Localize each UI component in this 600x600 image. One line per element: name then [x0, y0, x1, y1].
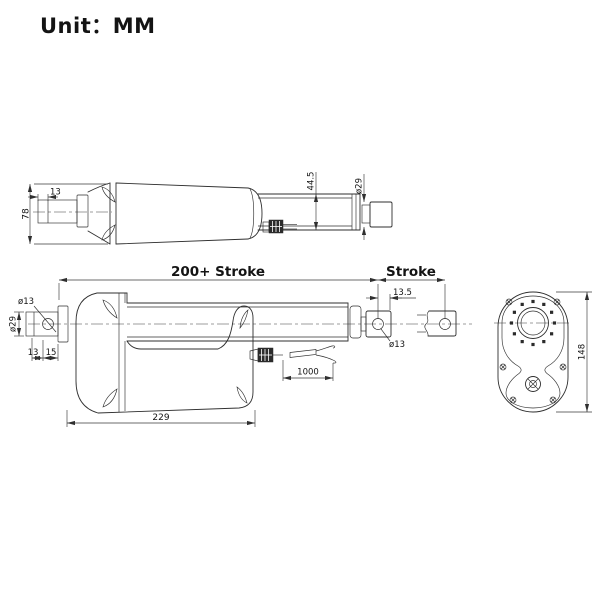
svg-text:148: 148	[578, 344, 588, 360]
dim-front-mount-hole: ø13	[18, 297, 34, 307]
svg-text:1000: 1000	[297, 368, 319, 378]
end-lower-bushing	[525, 376, 541, 392]
front-mount-clevis	[25, 305, 69, 343]
side-bell	[87, 182, 111, 193]
end-shaft-boss	[517, 307, 549, 339]
svg-text:44.5: 44.5	[307, 172, 317, 191]
svg-text:15: 15	[46, 348, 57, 358]
svg-text:13: 13	[28, 348, 39, 358]
front-rod-clevis	[360, 310, 392, 342]
dim-front-rod-hole: ø13	[389, 340, 405, 350]
dim-side-rod-diameter: ø29	[355, 174, 367, 240]
dim-front-cable-length: 1000	[282, 360, 334, 381]
end-screws	[499, 298, 567, 404]
front-view: ø13 ø29 13 15	[9, 264, 472, 427]
dim-front-mount-pin: ø29	[9, 311, 24, 337]
dim-front-retracted-length: 200+ Stroke	[58, 264, 379, 319]
svg-text:13: 13	[50, 188, 61, 198]
side-flange	[76, 194, 89, 228]
dim-front-stroke: Stroke	[378, 264, 446, 319]
side-body	[115, 182, 249, 189]
end-view: 148	[494, 291, 592, 413]
end-inner-contour	[501, 295, 565, 409]
end-outline	[497, 291, 569, 413]
dim-front-housing-length: 229	[66, 410, 256, 427]
dim-side-clevis-slot: 13	[28, 188, 61, 201]
svg-text:ø29: ø29	[9, 316, 19, 332]
svg-text:229: 229	[152, 413, 169, 423]
front-extended-clevis	[417, 310, 457, 337]
svg-text:ø29: ø29	[355, 178, 365, 194]
svg-text:13.5: 13.5	[393, 288, 412, 298]
dim-front-rod-end-offset: 13.5	[366, 288, 416, 310]
side-cable-gland	[262, 219, 297, 234]
svg-text:78: 78	[22, 208, 32, 220]
side-clevis-pin	[37, 199, 78, 224]
dim-side-tube-height: 44.5	[307, 172, 319, 230]
dim-front-clevis: 13 15	[28, 338, 59, 361]
end-bolt-pattern	[509, 299, 557, 347]
dim-end-height: 148	[556, 291, 592, 413]
svg-text:200+ Stroke: 200+ Stroke	[171, 264, 265, 280]
front-tube	[126, 302, 362, 342]
side-view: 78 13 44.5 ø29	[22, 172, 393, 245]
svg-text:Stroke: Stroke	[386, 264, 436, 280]
side-rod-end	[361, 201, 393, 228]
front-housing	[75, 292, 254, 414]
dim-side-body-height: 78	[22, 183, 108, 245]
front-cable	[249, 345, 337, 364]
unit-title: Unit：MM	[40, 14, 156, 38]
